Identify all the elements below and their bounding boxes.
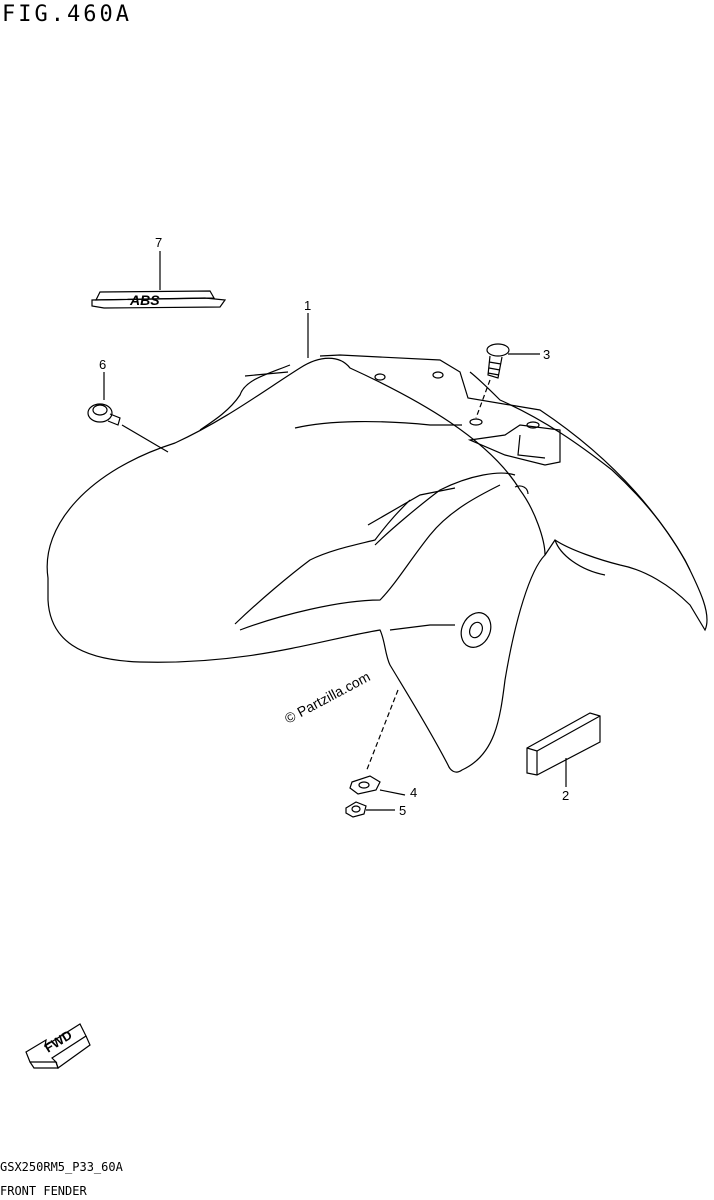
- callout-5: 5: [399, 803, 406, 818]
- leader-line-4-dashed: [365, 689, 399, 773]
- partzilla-watermark: © Partzilla.com: [282, 668, 373, 726]
- callout-7: 7: [155, 235, 162, 250]
- fwd-arrow-icon: FWD: [25, 1023, 91, 1069]
- callout-3: 3: [543, 347, 550, 362]
- callout-2: 2: [562, 788, 569, 803]
- bolt-part-6[interactable]: [87, 403, 121, 426]
- leader-line-3-dashed: [475, 379, 491, 419]
- abs-emblem-text: ABS: [129, 292, 160, 308]
- leader-line-4: [379, 789, 406, 796]
- front-fender-part[interactable]: [46, 354, 708, 773]
- drawing-code: GSX250RM5_P33_60A: [0, 1160, 123, 1174]
- screw-part-3[interactable]: [486, 343, 510, 379]
- section-name: FRONT FENDER: [0, 1184, 87, 1198]
- callout-1: 1: [304, 298, 311, 313]
- callout-4: 4: [410, 785, 417, 800]
- abs-emblem-part[interactable]: ABS: [91, 290, 227, 309]
- nut-part-5[interactable]: [345, 801, 367, 818]
- callout-6: 6: [99, 357, 106, 372]
- clip-nut-part-4[interactable]: [349, 775, 381, 795]
- figure-title: FIG.460A: [2, 2, 132, 27]
- adhesive-pad-part-2[interactable]: [526, 712, 601, 776]
